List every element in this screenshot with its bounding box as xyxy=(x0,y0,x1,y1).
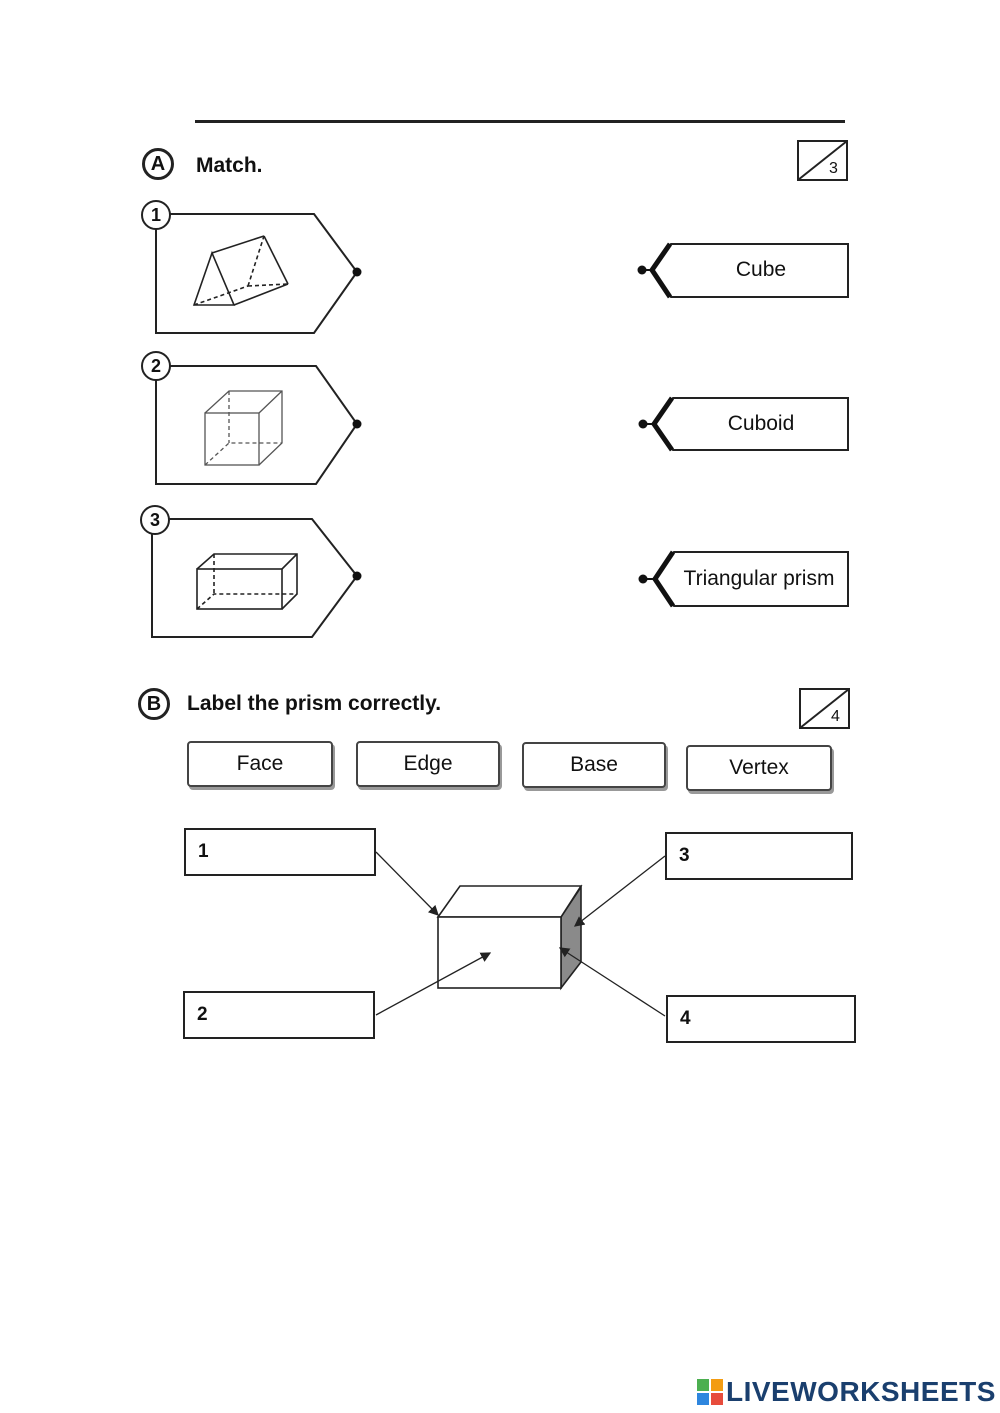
answer-cuboid[interactable]: Cuboid xyxy=(727,412,795,435)
answer-dots xyxy=(637,265,655,584)
label-box-4[interactable]: 4 xyxy=(666,995,856,1043)
word-tile-vertex[interactable]: Vertex xyxy=(686,745,832,791)
item-3-frame xyxy=(151,518,359,638)
label-box-3[interactable]: 3 xyxy=(665,832,853,880)
item-1-frame xyxy=(155,213,359,334)
section-a-title: Match. xyxy=(196,154,263,177)
score-box-a-outline xyxy=(797,140,848,181)
label-arrows xyxy=(375,851,666,1017)
word-tile-face[interactable]: Face xyxy=(187,741,333,787)
item-number-2: 2 xyxy=(141,351,171,381)
section-b-badge: B xyxy=(138,688,170,720)
labelled-cuboid-diagram xyxy=(436,884,583,991)
liveworksheets-logo[interactable]: LIVEWORKSHEETS xyxy=(697,1376,996,1408)
item-number-1: 1 xyxy=(141,200,171,230)
answer-tag-chevrons xyxy=(648,242,676,608)
cube-icon xyxy=(204,390,283,466)
liveworksheets-brand: LIVEWORKSHEETS xyxy=(726,1376,996,1407)
word-tile-base[interactable]: Base xyxy=(522,742,666,788)
section-b-title: Label the prism correctly. xyxy=(187,692,442,715)
item-2-dot xyxy=(352,419,362,429)
answer-triangular-prism[interactable]: Triangular prism xyxy=(683,567,835,590)
liveworksheets-logo-icon xyxy=(697,1379,723,1405)
triangular-prism-icon xyxy=(192,235,289,306)
top-rule xyxy=(195,120,845,123)
label-box-2[interactable]: 2 xyxy=(183,991,375,1039)
item-2-frame xyxy=(155,365,359,485)
word-tile-edge[interactable]: Edge xyxy=(356,741,500,787)
section-a-badge: A xyxy=(142,148,174,180)
item-number-3: 3 xyxy=(140,505,170,535)
score-box-b-outline xyxy=(799,688,850,729)
section-b-score-box: 4 xyxy=(799,688,850,729)
item-3-dot xyxy=(352,571,362,581)
cuboid-icon xyxy=(196,553,298,610)
section-a-score-box: 3 xyxy=(797,140,848,181)
answer-cube[interactable]: Cube xyxy=(735,258,787,281)
item-1-dot xyxy=(352,267,362,277)
section-a-score: 3 xyxy=(829,160,838,177)
section-b-score: 4 xyxy=(831,708,840,725)
label-box-1[interactable]: 1 xyxy=(184,828,376,876)
